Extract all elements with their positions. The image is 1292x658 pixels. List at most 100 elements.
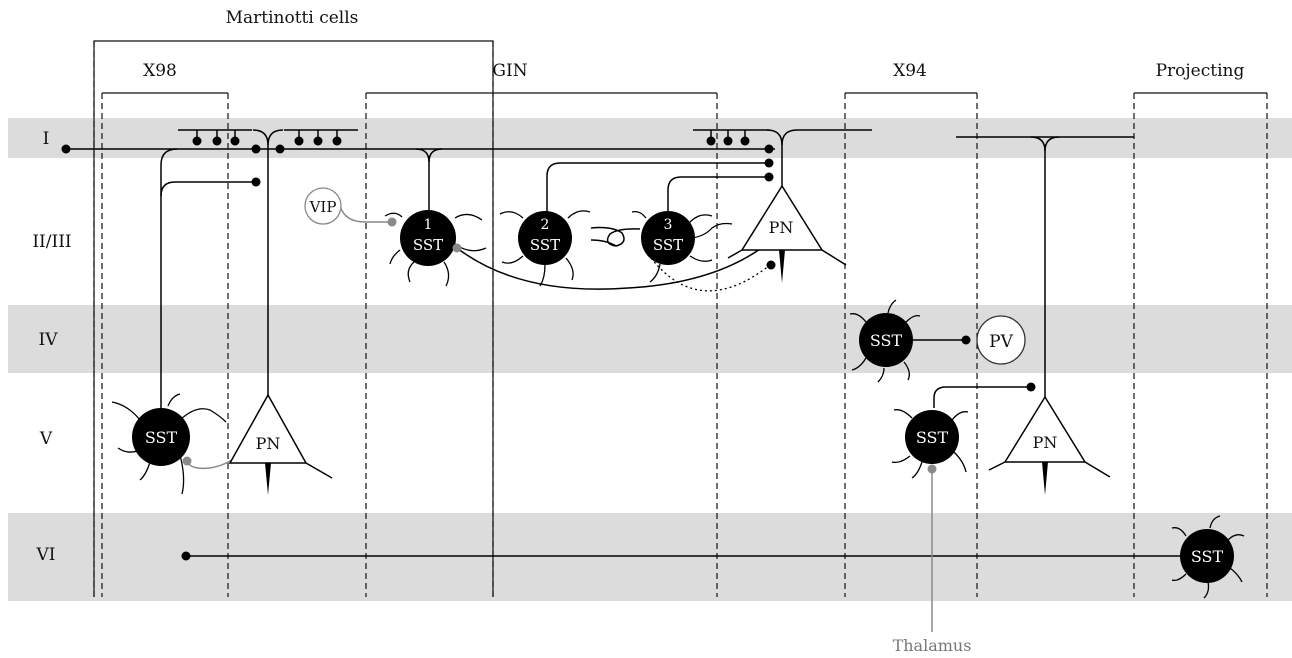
pn-gin-basal <box>821 249 847 266</box>
pn-proj-label: PN <box>1033 433 1058 452</box>
synapse-dot <box>181 551 191 561</box>
x98-pn-apical-left <box>252 129 269 146</box>
group-labels: Martinotti cells X98 GIN X94 Projecting <box>143 8 1244 81</box>
sst-x98-soma <box>132 408 190 466</box>
pn-proj-basal-l <box>988 461 1006 471</box>
layer-bands <box>8 118 1292 601</box>
layer-band-VI <box>8 513 1292 601</box>
synapse-dot <box>313 136 323 146</box>
sst2-sst3-loop <box>590 226 641 247</box>
sst-gin-2: 2 SST <box>499 210 591 287</box>
sst-proj-label: SST <box>1191 547 1224 566</box>
synapse-dot <box>764 172 774 182</box>
synapse-dot <box>275 144 285 154</box>
pn-x98-basal <box>305 462 333 479</box>
sst-x98: SST <box>111 393 227 495</box>
vip-neuron: VIP <box>304 187 342 225</box>
synapse-dot <box>723 136 733 146</box>
layer-label-VI: VI <box>36 545 56 565</box>
sst-neurons: 1 SST 2 SST 3 SST <box>111 210 1245 599</box>
synapse-dot-gray <box>182 456 192 466</box>
layer-label-IV: IV <box>39 330 59 350</box>
pv-label: PV <box>989 332 1013 352</box>
synapse-dot <box>740 136 750 146</box>
synapses-gray <box>182 217 937 474</box>
synapse-dot-gray <box>452 243 462 253</box>
synapse-dot <box>764 144 774 154</box>
sst-x94-l5-soma <box>905 410 959 464</box>
sst-x94-l4: SST <box>849 299 921 383</box>
pn-gin-axon <box>779 250 785 283</box>
x94-l5-sst-axon <box>933 386 1031 408</box>
martinotti-bracket-top <box>93 40 494 597</box>
sst-proj-soma <box>1180 529 1234 583</box>
gin-label: GIN <box>492 61 527 81</box>
synapse-dot <box>251 144 261 154</box>
pn-projecting: PN <box>988 395 1111 495</box>
layer-band-I <box>8 118 1292 158</box>
synapse-dot <box>766 260 776 270</box>
synapse-dot <box>61 144 71 154</box>
sst-gin-1-soma <box>400 210 456 266</box>
gin-sst3-axon <box>667 176 769 213</box>
sst-x94-l4-label: SST <box>870 331 903 350</box>
sst-gin-3-soma <box>641 211 695 265</box>
sst-gin-1: 1 SST <box>384 210 487 287</box>
sst-projecting: SST <box>1171 515 1245 599</box>
x98-label: X98 <box>143 61 177 81</box>
layer-band-IV <box>8 305 1292 373</box>
sst-gin-3-dendrites <box>631 210 733 283</box>
pn-proj-basal <box>1084 461 1111 478</box>
sst-gin-2-number: 2 <box>541 217 550 233</box>
synapse-dot <box>294 136 304 146</box>
pn-proj-soma <box>1003 395 1087 463</box>
layer-label-II-III: II/III <box>32 232 71 252</box>
sst-gin-2-label: SST <box>530 236 560 254</box>
synapse-dot <box>212 136 222 146</box>
synapse-dot <box>332 136 342 146</box>
pn-x98: PN <box>228 393 333 495</box>
sst-x94-l4-soma <box>859 313 913 367</box>
projecting-label: Projecting <box>1156 61 1245 81</box>
sst-gin-1-number: 1 <box>424 217 433 233</box>
gin-sst1-axon-l <box>415 148 430 213</box>
pv-soma <box>976 315 1026 365</box>
layer-labels: I II/III IV V VI <box>32 129 71 565</box>
sst3-to-pn-dotted <box>650 257 771 292</box>
gin-sst2-axon <box>546 162 769 213</box>
sst-x94-l5: SST <box>891 409 969 479</box>
sst-x98-dendrites <box>111 393 227 495</box>
x98-collateral <box>160 181 256 197</box>
group-brackets <box>93 40 1268 597</box>
gin-sst1-axon-r <box>428 148 443 163</box>
sst-gin-3-number: 3 <box>664 217 673 233</box>
sst-x94-l5-label: SST <box>916 428 949 447</box>
layer-label-I: I <box>43 129 50 149</box>
pn-gin-basal-l <box>727 249 743 259</box>
sst-gin-3: 3 SST <box>631 210 733 283</box>
sst-x94-l4-dendrites <box>849 299 921 383</box>
synapse-dot-gray <box>387 217 397 227</box>
synapse-dot <box>192 136 202 146</box>
proj-pn-apical-r <box>1044 136 1060 152</box>
x98-sst-axon <box>160 148 178 408</box>
pyramidal-neurons: PN PN PN <box>228 184 1111 495</box>
vip-soma <box>304 187 342 225</box>
open-neurons: VIP PV <box>304 187 1026 365</box>
pn-gin: PN <box>727 184 847 283</box>
martinotti-label: Martinotti cells <box>226 8 359 28</box>
synapse-dot <box>1026 382 1036 392</box>
pn-gin-label: PN <box>769 218 794 237</box>
vip-label: VIP <box>309 198 337 216</box>
x98-pn-to-sst <box>186 459 233 470</box>
layer-label-V: V <box>39 429 53 449</box>
sst-x98-label: SST <box>145 428 178 447</box>
sst-gin-1-label: SST <box>413 236 443 254</box>
axon-lines <box>66 129 1180 557</box>
pn-proj-axon <box>1042 462 1048 495</box>
pn-x98-label: PN <box>256 434 281 453</box>
synapse-dot <box>961 335 971 345</box>
sst-gin-3-label: SST <box>653 236 683 254</box>
